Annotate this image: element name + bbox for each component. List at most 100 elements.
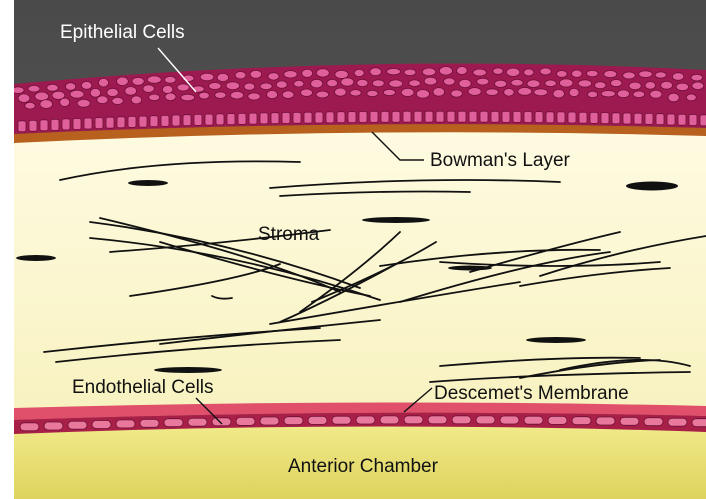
epithelial-cell (444, 78, 455, 85)
epithelial-cell (90, 88, 100, 97)
epithelial-cell (341, 78, 354, 86)
epithelial-cell (282, 91, 294, 99)
endothelial-cell (284, 417, 303, 425)
basal-epithelial-cell (667, 114, 675, 125)
basal-epithelial-cell (216, 114, 224, 125)
basal-epithelial-cell (84, 118, 92, 129)
epithelial-cell (125, 87, 137, 96)
epithelial-cell (569, 88, 579, 96)
epithelial-cell (316, 91, 329, 98)
basal-epithelial-cell (546, 112, 554, 123)
endothelial-cell (308, 416, 327, 424)
epithelial-cell (147, 76, 161, 83)
descemets-membrane-label: Descemet's Membrane (434, 383, 629, 404)
epithelial-cell (477, 78, 489, 85)
epithelial-cell (623, 72, 636, 79)
endothelial-cell (548, 416, 567, 424)
basal-epithelial-cell (29, 120, 37, 131)
endothelial-cell (164, 419, 183, 427)
endothelial-cell (116, 420, 135, 428)
epithelial-cell (595, 82, 606, 89)
epithelial-cell (451, 90, 463, 97)
basal-epithelial-cell (260, 113, 268, 124)
epithelial-cell (553, 90, 565, 98)
basal-epithelial-cell (337, 112, 345, 123)
epithelial-cell (28, 85, 40, 92)
epithelial-cell (335, 70, 348, 78)
basal-epithelial-cell (524, 112, 532, 123)
epithelial-cell (47, 84, 59, 91)
epithelial-cell (559, 79, 573, 87)
epithelial-cells-label: Epithelial Cells (60, 22, 185, 43)
epithelial-cell (235, 72, 246, 79)
epithelial-cell (162, 86, 173, 94)
epithelial-cell (691, 74, 703, 81)
epithelial-cell (268, 73, 279, 80)
basal-epithelial-cell (689, 115, 697, 126)
epithelial-cell (370, 68, 382, 76)
endothelial-cell (260, 417, 279, 425)
epithelial-cell (60, 98, 70, 106)
epithelial-cell (177, 84, 189, 91)
epithelial-cell (439, 67, 452, 76)
epithelial-cell (557, 71, 568, 78)
epithelial-cell (401, 88, 414, 96)
endothelial-cell (68, 421, 87, 429)
basal-epithelial-cell (568, 112, 576, 123)
basal-epithelial-cell (502, 111, 510, 122)
epithelial-cell (149, 94, 160, 101)
basal-epithelial-cell (612, 113, 620, 124)
epithelial-cell (486, 89, 499, 96)
basal-epithelial-cell (700, 115, 706, 126)
epithelial-cell (70, 90, 84, 98)
epithelial-cell (629, 82, 641, 90)
endothelial-cell (644, 418, 663, 426)
epithelial-cell (226, 82, 240, 90)
basal-epithelial-cell (271, 113, 279, 124)
basal-epithelial-cell (205, 114, 213, 125)
epithelial-cell (604, 71, 617, 78)
basal-epithelial-cell (161, 115, 169, 126)
epithelial-cell (97, 96, 108, 104)
basal-epithelial-cell (491, 111, 499, 122)
epithelial-cell (518, 88, 532, 96)
epithelial-cell (404, 69, 416, 76)
basal-epithelial-cell (392, 111, 400, 122)
epithelial-cell (276, 81, 287, 88)
epithelial-cell (357, 79, 368, 86)
basal-epithelial-cell (95, 118, 103, 129)
epithelial-cell (372, 80, 384, 87)
basal-epithelial-cell (557, 112, 565, 123)
basal-epithelial-cell (62, 119, 70, 130)
epithelial-cell (18, 94, 30, 103)
epithelial-cell (301, 89, 313, 96)
epithelial-cell (617, 90, 629, 98)
basal-epithelial-cell (183, 115, 191, 126)
epithelial-cell (587, 70, 599, 76)
epithelial-cell (387, 68, 401, 74)
epithelial-cell (77, 99, 90, 107)
basal-epithelial-cell (194, 114, 202, 125)
epithelial-cell (250, 70, 262, 78)
basal-epithelial-cell (678, 114, 686, 125)
basal-epithelial-cell (458, 111, 466, 122)
epithelial-cell (354, 69, 364, 76)
epithelial-cell (244, 83, 255, 90)
basal-epithelial-cell (18, 121, 26, 132)
epithelial-cell (601, 91, 615, 97)
epithelial-cell (692, 82, 704, 90)
basal-epithelial-cell (106, 117, 114, 128)
endothelial-cell (692, 419, 706, 427)
endothelial-cell (620, 417, 639, 425)
epithelial-cell (284, 71, 297, 78)
endothelial-cell (332, 416, 351, 424)
epithelial-cell (181, 94, 195, 101)
epithelial-cell (457, 67, 468, 75)
basal-epithelial-cell (293, 112, 301, 123)
basal-epithelial-cell (117, 117, 125, 128)
endothelial-cells-label: Endothelial Cells (72, 377, 214, 398)
endothelial-cell (236, 417, 255, 425)
basal-epithelial-cell (436, 111, 444, 122)
epithelial-cell (165, 93, 176, 101)
